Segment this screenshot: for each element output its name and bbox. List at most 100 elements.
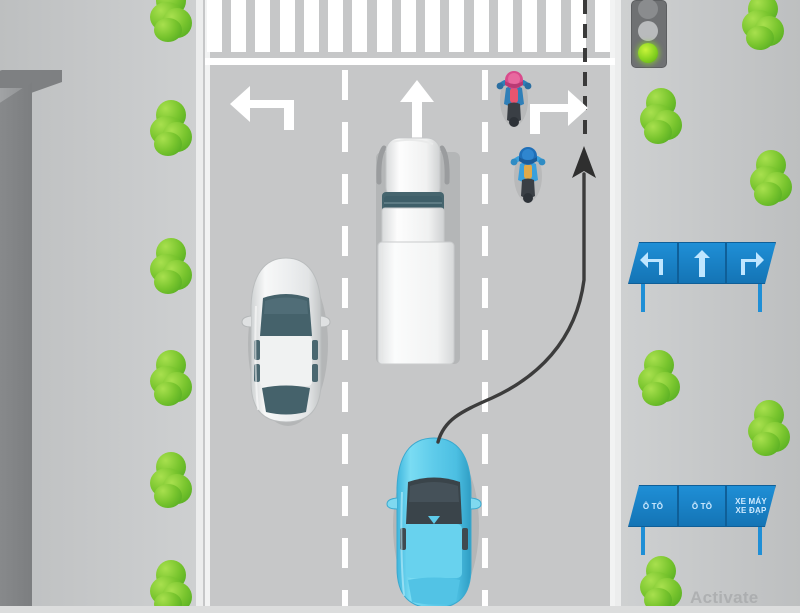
lane-divider-dash: [342, 330, 348, 360]
lane-divider-dash: [482, 226, 488, 256]
lane-divider-dash: [482, 590, 488, 613]
lane-divider-dash: [342, 122, 348, 152]
lane-divider-dashed-black: [583, 0, 587, 140]
sign-panel-xemay-xedap[interactable]: XE MÁY XE ĐẠP: [726, 485, 776, 527]
building: [0, 70, 62, 613]
crosswalk-stripe: [594, 0, 610, 52]
sign-post: [758, 527, 762, 555]
lane-change-trajectory: [400, 130, 630, 460]
crosswalk-stripe: [473, 0, 489, 52]
crosswalk-stripe: [449, 0, 465, 52]
crosswalk-stripe: [570, 0, 586, 52]
tree: [742, 0, 784, 50]
lane-divider-dash: [482, 434, 488, 464]
lane-divider-dash: [482, 382, 488, 412]
traffic-light-red-lamp: [638, 0, 658, 19]
sign-panel-oto-2[interactable]: Ô TÔ: [678, 485, 726, 527]
lane-arrow-left: [228, 78, 298, 138]
arrow-right-turn-icon: [737, 250, 765, 276]
lane-divider-dash-black: [583, 96, 587, 110]
tree: [150, 238, 192, 294]
lane-divider-dash-black: [583, 24, 587, 38]
crosswalk-stripe: [546, 0, 562, 52]
kerb-left: [196, 0, 203, 613]
crosswalk-stripe: [497, 0, 513, 52]
crosswalk-stripe: [400, 0, 416, 52]
truck[interactable]: [368, 134, 464, 366]
sign-post: [641, 284, 645, 312]
lane-divider-dash: [482, 174, 488, 204]
crosswalk-stripe: [352, 0, 368, 52]
lane-divider-dash: [342, 226, 348, 256]
crosswalk-stripe: [231, 0, 247, 52]
lane-divider-dash: [482, 70, 488, 100]
sign-panel-oto-1-label: Ô TÔ: [642, 501, 664, 511]
traffic-light-amber-lamp: [638, 21, 658, 41]
sign-post: [641, 527, 645, 555]
zebra-crossing: [205, 0, 617, 52]
traffic-light[interactable]: [631, 0, 667, 68]
lane-arrow-right: [528, 78, 590, 138]
tree: [750, 150, 792, 206]
kerb-right: [614, 0, 621, 613]
motorbike-blue[interactable]: [508, 142, 548, 204]
traffic-light-green-lamp: [638, 43, 658, 63]
lane-divider-dashed-2: [482, 0, 488, 613]
lane-divider-dash: [482, 278, 488, 308]
tree: [748, 400, 790, 456]
lane-divider-dash: [342, 278, 348, 308]
lane-divider-dashed-1: [342, 0, 348, 613]
tree: [150, 0, 192, 42]
lane-vehicle-type-sign[interactable]: Ô TÔ Ô TÔ XE MÁY XE ĐẠP: [628, 485, 776, 555]
lane-divider-dash: [482, 330, 488, 360]
sign-panel-xemay-xedap-label: XE MÁY XE ĐẠP: [735, 497, 767, 515]
lane-divider-dash: [342, 382, 348, 412]
crosswalk-stripe: [303, 0, 319, 52]
arrow-left-turn-icon: [640, 252, 663, 275]
edge-line-left: [205, 0, 210, 613]
crosswalk-stripe: [425, 0, 441, 52]
crosswalk-stripe: [279, 0, 295, 52]
edge-line-right: [610, 0, 615, 613]
arrow-straight-icon: [694, 250, 710, 277]
sign-panel-left-turn[interactable]: [628, 242, 678, 284]
lane-divider-dash: [482, 538, 488, 568]
lane-arrow-straight: [396, 78, 438, 140]
lane-divider-dash: [482, 486, 488, 516]
lane-divider-dash-black: [583, 72, 587, 86]
lane-divider-dash: [342, 590, 348, 613]
crosswalk-stripe: [328, 0, 344, 52]
stop-line: [205, 58, 615, 65]
lane-divider-dash: [342, 486, 348, 516]
crosswalk-stripe: [376, 0, 392, 52]
lane-divider-dash-black: [583, 0, 587, 14]
lane-divider-dash: [342, 70, 348, 100]
car-blue[interactable]: [382, 432, 486, 613]
tree: [640, 88, 682, 144]
sign-post: [758, 284, 762, 312]
lane-divider-dash-black: [583, 120, 587, 134]
bottom-strip: [0, 606, 800, 613]
sign-panel-oto-1[interactable]: Ô TÔ: [628, 485, 678, 527]
tree: [150, 452, 192, 508]
lane-direction-sign[interactable]: [628, 242, 776, 312]
crosswalk-stripe: [207, 0, 222, 52]
crosswalk-stripe: [255, 0, 271, 52]
tree: [640, 556, 682, 612]
motorbike-pink[interactable]: [494, 66, 534, 128]
lane-divider-dash: [482, 122, 488, 152]
lane-divider-dash: [342, 174, 348, 204]
crosswalk-stripe: [522, 0, 538, 52]
watermark: Activate: [690, 588, 759, 607]
tree: [638, 350, 680, 406]
sign-panel-right-turn[interactable]: [726, 242, 776, 284]
sign-panel-oto-2-label: Ô TÔ: [691, 501, 713, 511]
car-silver[interactable]: [238, 254, 334, 426]
lane-divider-dash: [342, 538, 348, 568]
sign-panel-straight[interactable]: [678, 242, 726, 284]
building-side: [0, 82, 32, 613]
tree: [150, 350, 192, 406]
lane-divider-dash-black: [583, 48, 587, 62]
lane-divider-dash: [342, 434, 348, 464]
